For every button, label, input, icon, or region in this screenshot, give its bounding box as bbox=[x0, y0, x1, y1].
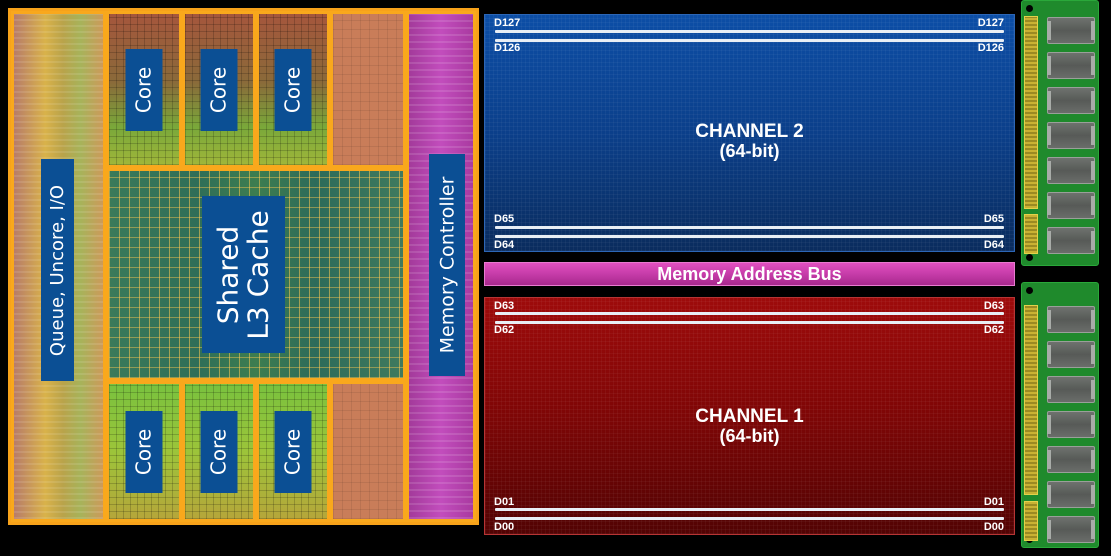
core-label: Core bbox=[281, 66, 306, 113]
data-line bbox=[495, 235, 1004, 238]
cpu-die: Queue, Uncore, I/O Core Core Core Shared… bbox=[8, 8, 479, 525]
channel-2-title: CHANNEL 2 (64-bit) bbox=[485, 122, 1014, 161]
core-label-box: Core bbox=[125, 410, 163, 493]
core-block: Core bbox=[182, 11, 256, 168]
channel-title: CHANNEL 1 bbox=[695, 406, 804, 427]
bit-label: D65 bbox=[983, 213, 1004, 225]
uncore-block: Queue, Uncore, I/O bbox=[11, 11, 106, 522]
cache-label: Shared L3 Cache bbox=[211, 209, 275, 340]
data-line bbox=[495, 508, 1004, 511]
memory-chip bbox=[1047, 87, 1095, 114]
memory-controller-label: Memory Controller bbox=[436, 176, 458, 354]
core-label-box: Core bbox=[274, 48, 312, 131]
memory-chip bbox=[1047, 341, 1095, 368]
memory-chip bbox=[1047, 446, 1095, 473]
bit-label: D62 bbox=[983, 324, 1004, 336]
core-label-box: Core bbox=[200, 48, 238, 131]
bit-label: D65 bbox=[494, 213, 515, 225]
mount-hole bbox=[1026, 287, 1033, 294]
data-line bbox=[495, 312, 1004, 315]
bit-label: D63 bbox=[494, 300, 515, 312]
memory-chip bbox=[1047, 411, 1095, 438]
memory-module-2 bbox=[1021, 0, 1099, 266]
bit-label: D126 bbox=[977, 42, 1004, 54]
bit-label: D126 bbox=[494, 42, 521, 54]
bit-label: D62 bbox=[494, 324, 515, 336]
bit-label: D00 bbox=[983, 521, 1004, 533]
channel-1: D63 D63 D62 D62 CHANNEL 1 (64-bit) D01 D… bbox=[484, 297, 1015, 535]
bit-label: D01 bbox=[983, 496, 1004, 508]
channel-width: (64-bit) bbox=[719, 141, 780, 161]
channel-width: (64-bit) bbox=[719, 426, 780, 446]
cache-label-box: Shared L3 Cache bbox=[202, 196, 285, 353]
data-line bbox=[495, 39, 1004, 42]
core-block: Core bbox=[256, 11, 330, 168]
memory-module-1 bbox=[1021, 282, 1099, 548]
gold-contacts bbox=[1024, 16, 1038, 209]
memory-chip bbox=[1047, 17, 1095, 44]
core-label: Core bbox=[207, 428, 232, 475]
memory-chip bbox=[1047, 192, 1095, 219]
bit-label: D63 bbox=[983, 300, 1004, 312]
data-line bbox=[495, 321, 1004, 324]
memory-chip bbox=[1047, 122, 1095, 149]
memory-chip bbox=[1047, 157, 1095, 184]
memory-chip bbox=[1047, 376, 1095, 403]
core-label: Core bbox=[132, 428, 157, 475]
gold-contacts bbox=[1024, 501, 1038, 541]
core-block: Core bbox=[106, 381, 182, 522]
core-label: Core bbox=[132, 66, 157, 113]
core-block: Core bbox=[256, 381, 330, 522]
memory-controller-block: Memory Controller bbox=[406, 11, 476, 522]
core-label: Core bbox=[281, 428, 306, 475]
bit-label: D127 bbox=[977, 17, 1004, 29]
channel-title: CHANNEL 2 bbox=[695, 121, 804, 142]
l3-cache-block: Shared L3 Cache bbox=[106, 168, 406, 381]
bit-label: D01 bbox=[494, 496, 515, 508]
core-label: Core bbox=[207, 66, 232, 113]
core-label-box: Core bbox=[125, 48, 163, 131]
gold-contacts bbox=[1024, 214, 1038, 254]
unlabeled-block bbox=[330, 11, 406, 168]
bit-label: D64 bbox=[983, 239, 1004, 251]
bit-label: D64 bbox=[494, 239, 515, 251]
core-block: Core bbox=[182, 381, 256, 522]
uncore-label-box: Queue, Uncore, I/O bbox=[41, 159, 74, 381]
mount-hole bbox=[1026, 254, 1033, 261]
uncore-label: Queue, Uncore, I/O bbox=[47, 184, 69, 356]
memory-chip bbox=[1047, 52, 1095, 79]
mount-hole bbox=[1026, 5, 1033, 12]
core-label-box: Core bbox=[274, 410, 312, 493]
memory-chip bbox=[1047, 306, 1095, 333]
memory-controller-label-box: Memory Controller bbox=[429, 154, 465, 376]
core-label-box: Core bbox=[200, 410, 238, 493]
channel-2: D127 D127 D126 D126 CHANNEL 2 (64-bit) D… bbox=[484, 14, 1015, 252]
bit-label: D127 bbox=[494, 17, 521, 29]
memory-chip bbox=[1047, 516, 1095, 543]
core-block: Core bbox=[106, 11, 182, 168]
data-line bbox=[495, 226, 1004, 229]
data-line bbox=[495, 30, 1004, 33]
data-line bbox=[495, 517, 1004, 520]
memory-chip bbox=[1047, 481, 1095, 508]
unlabeled-block bbox=[330, 381, 406, 522]
memory-chip bbox=[1047, 227, 1095, 254]
memory-address-bus: Memory Address Bus bbox=[484, 262, 1015, 286]
channel-1-title: CHANNEL 1 (64-bit) bbox=[485, 407, 1014, 446]
bit-label: D00 bbox=[494, 521, 515, 533]
gold-contacts bbox=[1024, 305, 1038, 495]
